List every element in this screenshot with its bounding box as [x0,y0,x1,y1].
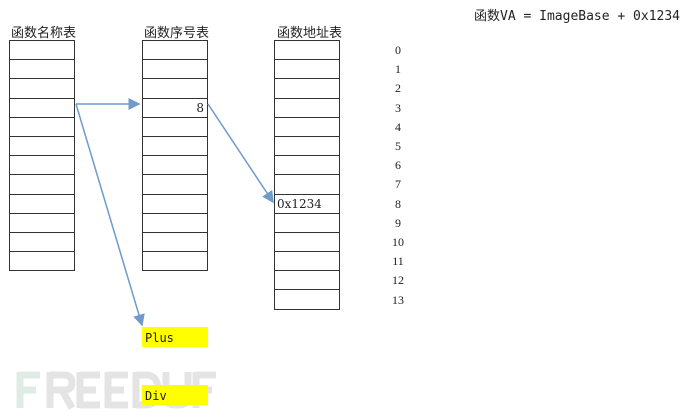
address-table-title: 函数地址表 [277,26,343,41]
index-label: 2 [395,81,401,96]
name-table-row [9,156,75,176]
index-label: 5 [395,139,401,153]
address-value: 0x1234 [277,196,322,211]
name-div: Div [142,385,208,405]
ordinal-value: 8 [196,100,204,115]
address-table: 0x1234 [274,40,340,310]
ordinal-table-row [142,232,208,253]
name-table [9,40,75,272]
ordinal-table-row [142,194,208,214]
name-table-row [9,213,75,233]
name-table-row [9,60,75,80]
name-table-row [9,232,75,253]
address-table-row [274,136,340,157]
ordinal-table-row [142,136,208,157]
index-label: 8 [395,196,401,211]
address-table-row: 0x1234 [274,194,340,214]
name-table-row [9,194,75,214]
ordinal-table-row [142,79,208,99]
name-table-row [9,252,75,272]
ordinal-table-row [142,175,208,195]
ordinal-table-title: 函数序号表 [144,26,210,41]
index-label: 13 [392,292,404,307]
ordinal-table-row [142,60,208,80]
name-plus: Plus [142,327,208,347]
address-table-row [274,232,340,253]
index-label: 7 [395,177,401,192]
address-table-row [274,290,340,310]
index-label: 6 [395,158,401,173]
ordinal-table-row: 8 [142,98,208,118]
address-table-row [274,60,340,80]
address-table-row [274,156,340,176]
ordinal-table-row [142,156,208,176]
address-table-row [274,213,340,233]
ordinal-table: 8 [142,40,208,272]
name-table-row [9,98,75,118]
address-table-row [274,79,340,99]
name-table-row [9,79,75,99]
index-label: 3 [395,100,401,115]
index-label: 11 [392,254,404,269]
address-table-row [274,175,340,195]
ordinal-table-row [142,41,208,61]
index-label: 9 [395,215,401,230]
address-table-row [274,252,340,272]
ordinal-table-row [142,117,208,137]
arrow-name-to-plus [75,103,145,327]
ordinal-table-row [142,252,208,272]
index-label: 4 [395,119,401,134]
address-table-row [274,117,340,137]
index-label: 1 [395,62,401,77]
formula-label: 函数VA = ImageBase + 0x1234 [474,9,681,24]
name-table-row [9,136,75,157]
index-label: 0 [395,43,401,57]
name-table-row [9,41,75,61]
name-table-row [9,175,75,195]
address-table-row [274,41,340,61]
address-table-row [274,98,340,118]
name-table-row [9,117,75,137]
name-table-title: 函数名称表 [11,26,77,41]
arrow-ordinal-to-address [207,103,274,204]
index-label: 12 [392,273,404,288]
ordinal-table-row [142,213,208,233]
index-label: 10 [392,235,404,249]
address-table-row [274,271,340,291]
